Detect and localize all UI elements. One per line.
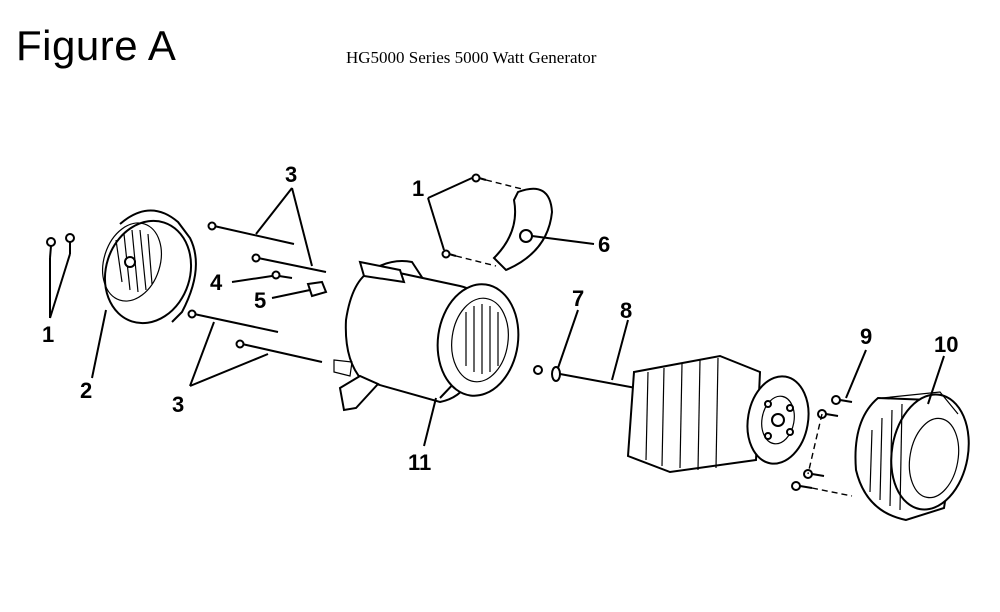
leader-1-top [427,177,473,251]
leader-4 [231,275,273,283]
part-11-stator-housing [333,260,520,412]
callout-1-top: 1 [412,176,424,201]
diagram-subtitle: HG5000 Series 5000 Watt Generator [346,48,597,67]
leader-9 [845,349,867,399]
part-1-screws-left [46,233,75,259]
callout-2: 2 [80,378,92,403]
callout-1-left: 1 [42,322,54,347]
part-8-rotor [559,354,810,474]
part-4-screw [271,270,293,280]
part-1-screws-top [441,173,527,267]
callout-7: 7 [572,286,584,311]
leader-6 [531,235,595,245]
callout-9: 9 [860,324,872,349]
leader-5 [271,289,311,299]
leader-8 [611,319,629,381]
callout-5: 5 [254,288,266,313]
callout-4: 4 [210,270,223,295]
part-10-end-housing [854,391,970,522]
part-9-studs [791,395,853,497]
figure-label: Figure A [16,22,177,69]
part-5-bracket [306,280,328,298]
leader-7 [557,309,579,369]
callout-3-bottom: 3 [172,392,184,417]
part-2-end-cover [102,209,197,325]
callout-10: 10 [934,332,958,357]
leader-1-left [49,253,71,319]
leader-3-top [255,187,313,267]
callout-8: 8 [620,298,632,323]
part-3-through-bolts [187,221,327,363]
part-7-washer [533,365,561,382]
leader-11 [423,397,437,447]
leader-3-bottom [189,321,269,387]
part-6-cover-plate [492,187,554,272]
leader-10 [927,355,945,405]
callout-11: 11 [408,450,431,475]
callout-6: 6 [598,232,610,257]
callout-3-top: 3 [285,162,297,187]
leader-2 [91,309,107,379]
